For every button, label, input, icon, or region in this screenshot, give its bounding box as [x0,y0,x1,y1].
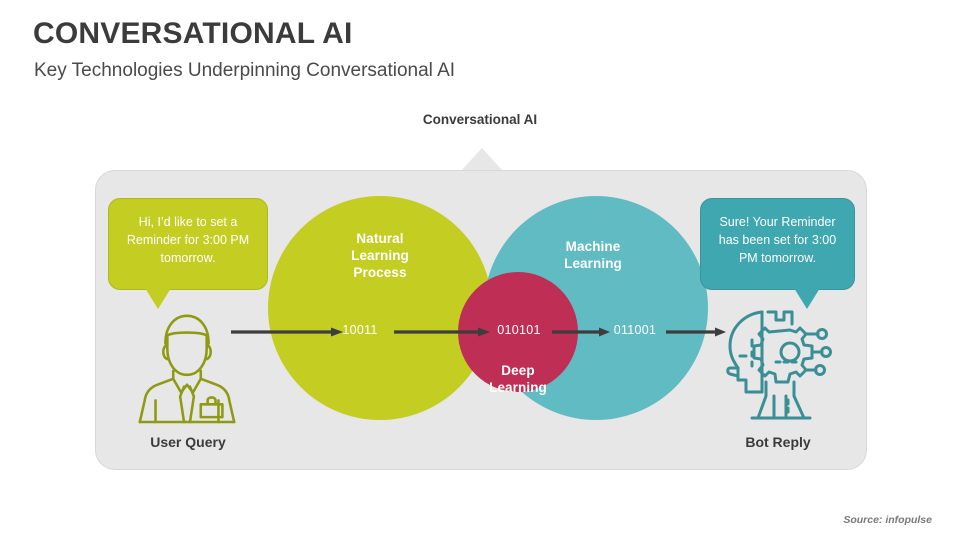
venn-label-line: Natural [356,231,404,246]
venn-label-line: Deep [501,363,535,378]
binary-label-1: 10011 [342,323,378,337]
venn-circle-natural-learning-process[interactable] [268,196,492,420]
venn-label-deep-learning: Deep Learning [458,362,578,396]
venn-label-line: Learning [489,380,547,395]
venn-label-machine-learning: Machine Learning [530,238,656,272]
speech-bubble-tail [145,288,171,309]
flow-arrow-user-to-nlp [231,327,343,337]
speech-bubble-bot-reply[interactable]: Sure! Your Reminder has been set for 3:0… [700,198,855,309]
binary-label-3: 011001 [613,323,657,337]
flow-arrow-ml-to-bot [666,327,726,337]
venn-label-natural-learning-process: Natural Learning Process [310,230,450,281]
venn-label-line: Learning [564,256,622,271]
page-title: CONVERSATIONAL AI [33,17,353,50]
panel-notch-triangle [461,148,503,171]
endpoint-label-user-query: User Query [150,434,226,450]
speech-bubble-bot-text: Sure! Your Reminder has been set for 3:0… [718,215,837,265]
binary-label-2: 010101 [497,323,541,337]
diagram-caption: Conversational AI [422,112,538,127]
ai-head-gear-icon [718,300,838,422]
endpoint-label-bot-reply: Bot Reply [745,434,811,450]
venn-label-line: Machine [565,239,621,254]
flow-arrow-dl-to-ml [552,327,610,337]
speech-bubble-user-query[interactable]: Hi, I’d like to set a Reminder for 3:00 … [108,198,268,309]
speech-bubble-user-text: Hi, I’d like to set a Reminder for 3:00 … [126,215,250,265]
businessman-icon [128,306,246,424]
page-subtitle: Key Technologies Underpinning Conversati… [34,60,456,81]
venn-label-line: Process [353,265,407,280]
speech-bubble-tail [794,288,820,309]
source-attribution: Source: infopulse [843,514,932,526]
venn-label-line: Learning [351,248,409,263]
flow-arrow-nlp-to-dl [394,327,490,337]
